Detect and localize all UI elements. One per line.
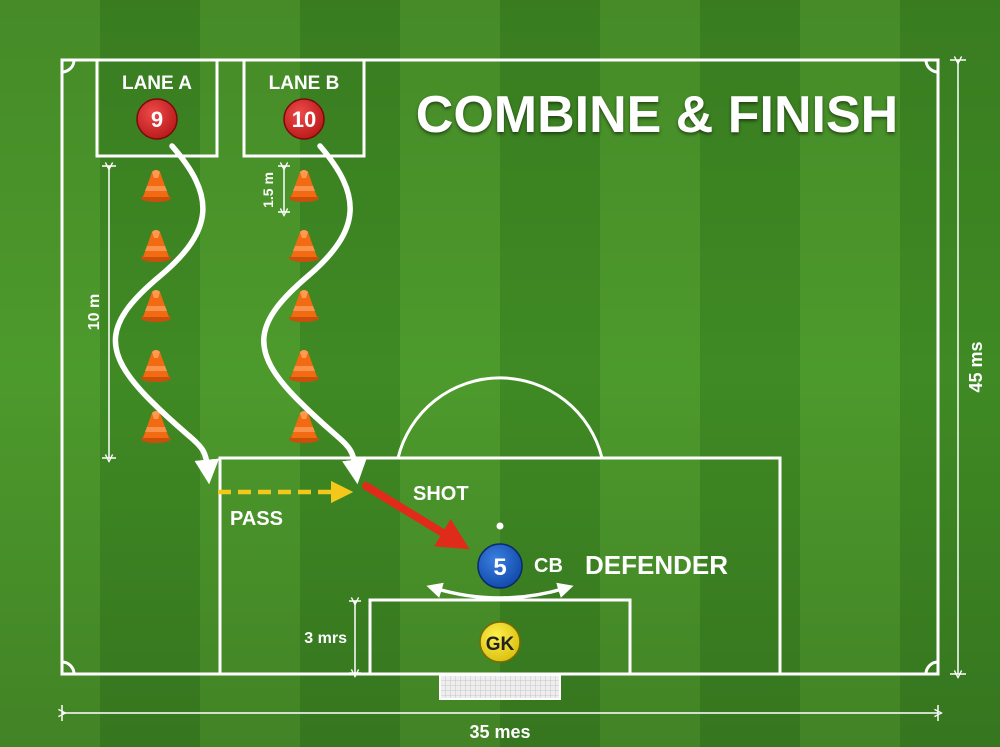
- field-width-label: 35 mes: [469, 722, 530, 742]
- attacker-10-number: 10: [292, 107, 316, 132]
- measure-field-length: [950, 60, 966, 674]
- attacker-10: 10: [283, 98, 325, 140]
- goal-net: [439, 674, 561, 700]
- defender-role: DEFENDER: [585, 550, 728, 580]
- goalkeeper-label: GK: [486, 634, 515, 655]
- attacker-9: 9: [136, 98, 178, 140]
- goalkeeper: GK: [479, 621, 521, 663]
- measure-cone-spacing: [278, 166, 290, 212]
- corner-arc-bottom-left: [61, 660, 76, 675]
- corner-arc-top-right: [924, 59, 939, 74]
- penalty-arc: [396, 376, 604, 459]
- corner-arc-bottom-right: [924, 660, 939, 675]
- field-length-label: 45 ms: [966, 341, 986, 392]
- measure-lane-length: [102, 166, 116, 458]
- lane-a-box: [95, 58, 219, 158]
- shot-arrow: [362, 482, 470, 550]
- cone-spacing-label: 1.5 m: [260, 172, 276, 208]
- shot-label: SHOT: [413, 483, 469, 505]
- penalty-spot: [496, 522, 504, 530]
- box-depth-label: 3 mrs: [304, 630, 347, 647]
- defender-position: CB: [534, 555, 563, 577]
- corner-arc-top-left: [61, 59, 76, 74]
- measure-box-depth: [349, 601, 361, 673]
- lane-b-box: [242, 58, 366, 158]
- defender-number: 5: [493, 554, 506, 581]
- lane-a-label: LANE A: [122, 73, 192, 94]
- lane-length-label: 10 m: [86, 294, 103, 330]
- defender-5: 5: [477, 543, 523, 589]
- attacker-9-number: 9: [151, 107, 163, 132]
- defender-movement-arrow: [426, 582, 574, 600]
- drill-title: COMBINE & FINISH: [416, 86, 898, 144]
- pass-label: PASS: [230, 508, 283, 530]
- measure-field-width: [62, 705, 938, 721]
- dribble-path-lane-b: [261, 143, 367, 485]
- lane-b-label: LANE B: [269, 73, 340, 94]
- dribble-path-lane-a: [112, 143, 220, 485]
